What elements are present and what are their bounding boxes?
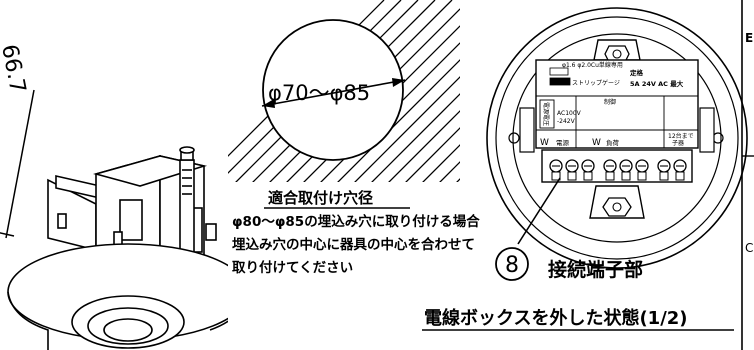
- callout-leader-line: [517, 177, 561, 245]
- wire-slot: [637, 171, 647, 181]
- wire-slot: [605, 171, 615, 181]
- hatch-line: [422, 144, 460, 182]
- left-box-label: 電源電圧: [542, 102, 550, 126]
- inner-ring: [495, 16, 739, 260]
- diameter-line: [261, 79, 406, 107]
- edge-letter-top: E: [745, 31, 753, 45]
- callout-number: 8: [505, 253, 519, 278]
- outer-ring: [486, 7, 748, 269]
- max-count-label: 12台まで: [668, 132, 694, 140]
- hatch-line: [388, 110, 460, 182]
- hatch-line: [371, 93, 460, 182]
- mounting-hole-circle: [262, 19, 404, 161]
- wire-slot: [567, 171, 577, 181]
- mounting-note-line-3: 取り付けてください: [232, 259, 353, 276]
- load-label: 負荷: [606, 138, 620, 147]
- w-mark-1: W: [540, 138, 549, 148]
- wire-slot: [675, 171, 685, 181]
- bottom-screw-icon: [602, 197, 632, 217]
- spec-main: 5A 24V AC 最大: [630, 79, 684, 88]
- arrow-right-icon: [392, 78, 405, 87]
- spec-rated: 定格: [629, 68, 644, 77]
- terminal-diagram: [486, 7, 748, 269]
- voltage-label-2: -242V: [557, 118, 576, 125]
- mount-hole-left-icon: [508, 132, 520, 144]
- terminal-label: 接続端子部: [548, 258, 643, 281]
- wire-slot: [621, 171, 631, 181]
- mounting-note-title: 適合取付け穴径: [268, 189, 373, 207]
- dimension-label: 66.7: [0, 42, 30, 95]
- diagram-caption: 電線ボックスを外した状態(1/2): [424, 307, 688, 329]
- unit-label: 子器: [672, 140, 684, 147]
- w-mark-2: W: [592, 138, 601, 148]
- dimension-tick: [0, 232, 15, 237]
- wire-slot: [659, 171, 669, 181]
- hole-range-label: φ70～φ85: [268, 81, 370, 105]
- callout: 8 接続端子部: [495, 177, 643, 281]
- hatch-line: [354, 76, 460, 182]
- terminal-top-line: φ1.6 φ2.0Cu単線専用: [562, 61, 623, 69]
- strip-gauge-label: ストリップゲージ: [572, 79, 620, 87]
- mounting-note-line-1: φ80～φ85の埋込み穴に取り付ける場合: [232, 213, 480, 230]
- mounting-note: 適合取付け穴径 φ80～φ85の埋込み穴に取り付ける場合 埋込み穴の中心に器具の…: [232, 189, 480, 276]
- right-edge-panel: E C: [741, 0, 754, 350]
- edge-letter-bottom: C: [745, 241, 753, 255]
- hatch-line: [337, 59, 460, 182]
- wire-slot: [551, 171, 561, 181]
- voltage-label: AC100V: [557, 110, 582, 117]
- left-fixture-group: 66.7: [0, 42, 228, 350]
- arrow-left-icon: [262, 99, 275, 108]
- control-label: 制御: [604, 98, 616, 106]
- plate-ring: [512, 33, 722, 243]
- sensor-fixture: [7, 146, 228, 350]
- terminal-plate-text: φ1.6 φ2.0Cu単線専用 ストリップゲージ 定格 5A 24V AC 最大…: [540, 61, 694, 148]
- power-label: 電源: [556, 138, 570, 147]
- wire-slot: [583, 171, 593, 181]
- callout-circle: [495, 247, 529, 281]
- hole-diagram: φ70～φ85: [228, 0, 460, 182]
- hatch-line: [405, 127, 460, 182]
- terminal-screws: [549, 159, 687, 181]
- mounting-note-line-2: 埋込み穴の中心に器具の中心を合わせて: [232, 236, 475, 253]
- dimension-line: [5, 89, 35, 239]
